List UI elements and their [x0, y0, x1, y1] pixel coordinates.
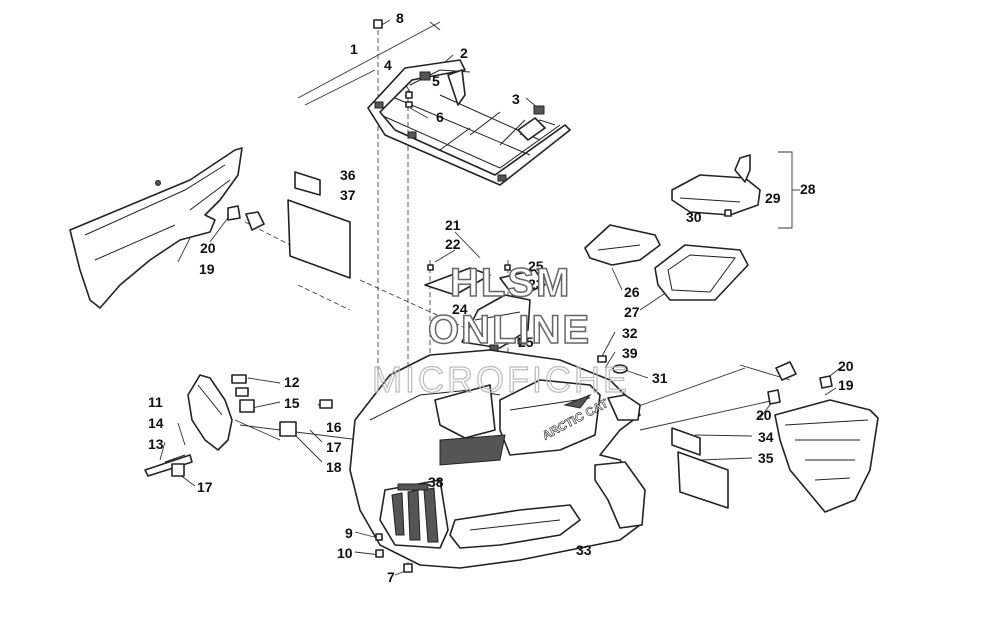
- callout-3: 3: [512, 91, 520, 107]
- callout-37: 37: [340, 187, 356, 203]
- callout-19b: 19: [838, 377, 854, 393]
- bottom-fasteners: [375, 533, 413, 573]
- callout-32: 32: [622, 325, 638, 341]
- callout-24: 24: [452, 301, 468, 317]
- watermark-line2: ONLINE: [428, 308, 591, 352]
- front-rack: [367, 59, 571, 186]
- callout-4: 4: [384, 57, 392, 73]
- callout-5: 5: [432, 73, 440, 89]
- callout-25b: 25: [518, 334, 534, 350]
- callout-16: 16: [326, 419, 342, 435]
- callout-38: 38: [428, 474, 444, 490]
- rack-hardware: [373, 19, 545, 115]
- callout-10: 10: [337, 545, 353, 561]
- callout-13: 13: [148, 436, 164, 452]
- watermark-line3: MICROFICHE: [372, 359, 630, 400]
- callout-39: 39: [622, 345, 638, 361]
- callout-31: 31: [652, 370, 668, 386]
- callout-27: 27: [624, 304, 640, 320]
- callout-28: 28: [800, 181, 816, 197]
- right-fender: [767, 361, 879, 513]
- headlight-assembly: [144, 374, 333, 477]
- callout-25a: 25: [528, 258, 544, 274]
- callout-12: 12: [284, 374, 300, 390]
- watermark: HLSM ONLINE MICROFICHE: [371, 260, 630, 400]
- left-decals: [287, 171, 351, 279]
- callout-23: 23: [528, 276, 544, 292]
- callout-17b: 17: [197, 479, 213, 495]
- storage-assembly: [584, 154, 761, 301]
- front-body: ARCTIC CAT: [349, 349, 646, 569]
- callout-7: 7: [387, 569, 395, 585]
- small-right-parts: [597, 355, 628, 374]
- callout-18: 18: [326, 459, 342, 475]
- callout-labels: 1 2 3 4 5 6 7 8 9 10 11 12 13 14 15 16 1…: [148, 10, 854, 585]
- callout-29: 29: [765, 190, 781, 206]
- watermark-line1: HLSM: [450, 261, 571, 305]
- left-fender: [69, 147, 265, 309]
- callout-20c: 20: [756, 407, 772, 423]
- callout-6: 6: [436, 109, 444, 125]
- callout-15: 15: [284, 395, 300, 411]
- callout-8: 8: [396, 10, 404, 26]
- callout-20a: 20: [200, 240, 216, 256]
- callout-17a: 17: [326, 439, 342, 455]
- callout-36: 36: [340, 167, 356, 183]
- callout-22: 22: [445, 236, 461, 252]
- callout-1: 1: [350, 41, 358, 57]
- callout-2: 2: [460, 45, 468, 61]
- callout-20b: 20: [838, 358, 854, 374]
- callout-11: 11: [148, 394, 163, 410]
- callout-26: 26: [624, 284, 640, 300]
- callout-9: 9: [345, 525, 353, 541]
- callout-34: 34: [758, 429, 774, 445]
- callout-33: 33: [576, 542, 592, 558]
- callout-35: 35: [758, 450, 774, 466]
- right-decals: [671, 427, 729, 509]
- callout-21: 21: [445, 217, 461, 233]
- center-panels: [424, 264, 546, 352]
- callout-19a: 19: [199, 261, 215, 277]
- callout-30: 30: [686, 209, 702, 225]
- callout-14: 14: [148, 415, 164, 431]
